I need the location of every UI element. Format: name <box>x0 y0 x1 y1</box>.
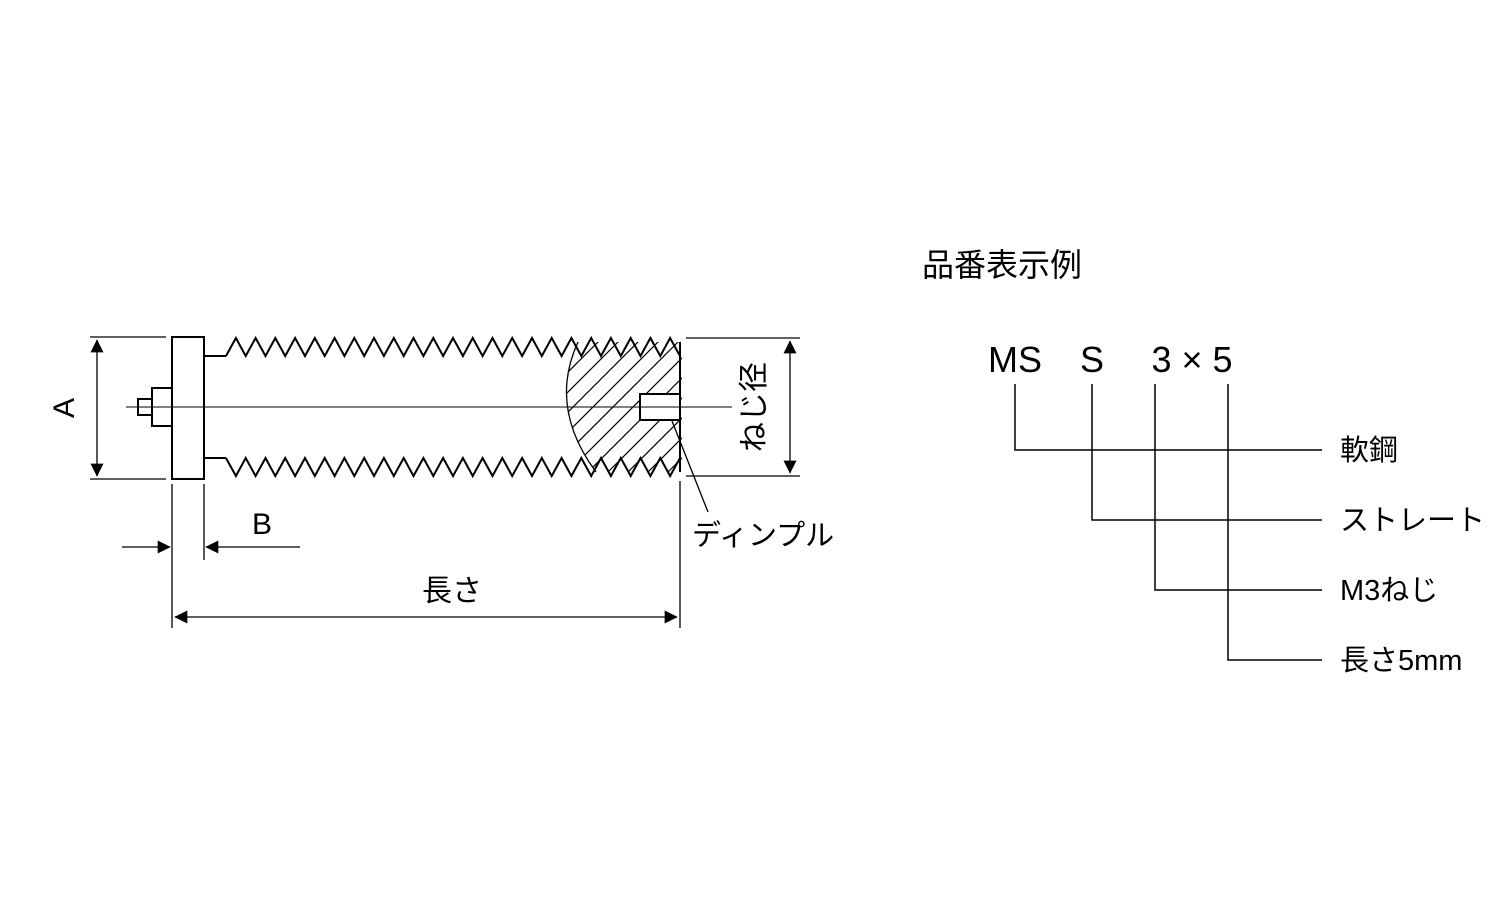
dimension-b: B <box>122 484 300 560</box>
code-size: 3×5 <box>1151 339 1242 380</box>
dimple-label: ディンプル <box>692 519 834 552</box>
length-label: 長さ <box>422 575 482 608</box>
dimple-callout: ディンプル <box>671 420 834 552</box>
legend-shape: ストレート <box>1340 505 1485 537</box>
code-material: MS <box>988 339 1042 380</box>
legend-line-length <box>1227 384 1322 661</box>
dimension-length: 長さ <box>171 481 681 628</box>
leader-line <box>671 420 709 513</box>
thread-bottom-profile <box>225 455 681 479</box>
flange <box>171 336 205 480</box>
dim-b-label: B <box>252 508 272 541</box>
dimension-a: A <box>48 336 166 480</box>
thread-top-profile <box>225 335 681 359</box>
part-number-example: 品番表示例 MS S 3×5 軟鋼 ストレート M3ねじ 長さ5mm <box>922 247 1485 677</box>
flange-head <box>137 336 205 480</box>
dimension-thread-diameter: ねじ径 <box>686 337 800 477</box>
dim-a-label: A <box>48 398 81 418</box>
thread-dia-label: ねじ径 <box>738 362 771 452</box>
legend-line-material <box>1014 384 1322 451</box>
code-shape: S <box>1080 339 1104 380</box>
stud-drawing: A B 長さ ねじ径 ディンプル <box>48 335 834 628</box>
part-number-title: 品番表示例 <box>922 247 1082 283</box>
legend-material: 軟鋼 <box>1340 434 1398 467</box>
legend-line-shape <box>1091 384 1322 521</box>
legend-line-thread <box>1154 384 1322 591</box>
legend-length: 長さ5mm <box>1340 645 1462 677</box>
legend-thread: M3ねじ <box>1340 575 1438 607</box>
